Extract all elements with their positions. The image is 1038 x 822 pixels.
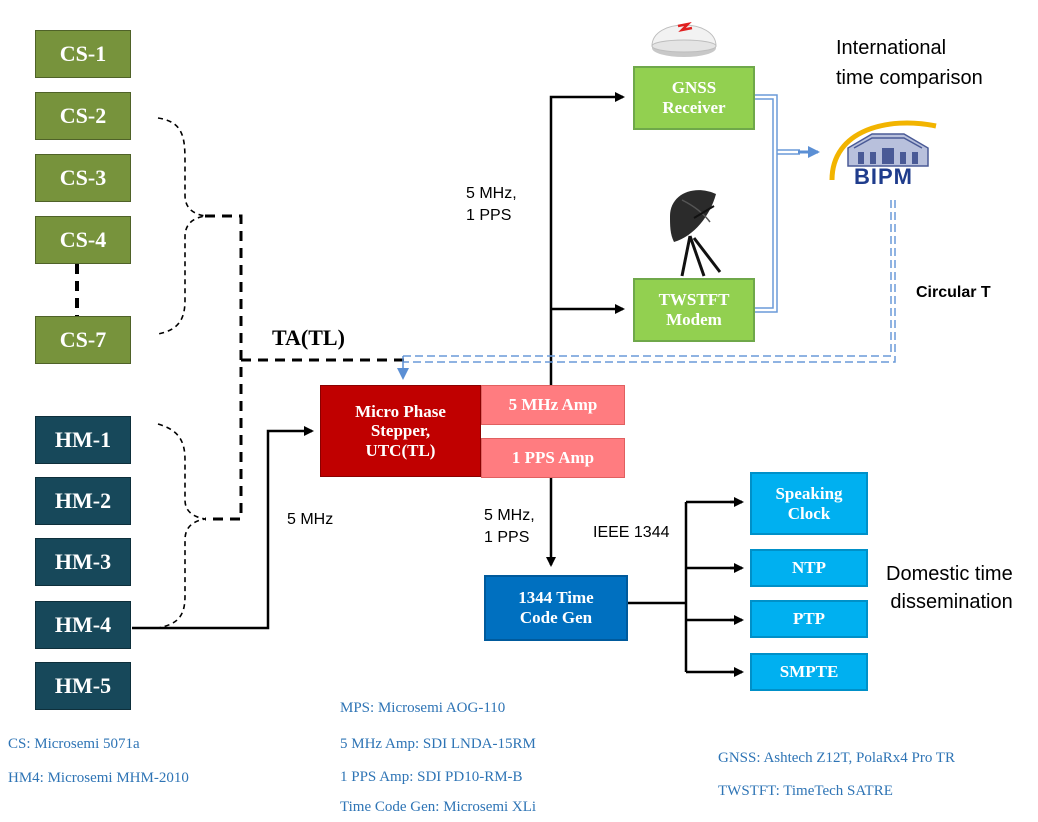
ptp-block: PTP — [750, 600, 868, 638]
clock-hm-3: HM-3 — [35, 538, 131, 586]
ntp-block: NTP — [750, 549, 868, 587]
gnss-antenna-icon — [651, 21, 717, 57]
cs-brace — [157, 117, 206, 335]
clock-hm-5: HM-5 — [35, 662, 131, 710]
clock-cs-2: CS-2 — [35, 92, 131, 140]
clock-cs-4: CS-4 — [35, 216, 131, 264]
smpte-block: SMPTE — [750, 653, 868, 691]
speaking-clock-block: Speaking Clock — [750, 472, 868, 535]
tcg-to-outputs — [628, 500, 742, 674]
amp-1pps-block: 1 PPS Amp — [481, 438, 625, 478]
ieee-1344-label: IEEE 1344 — [593, 524, 670, 541]
clock-hm-4: HM-4 — [35, 601, 131, 649]
twstft-modem-block: TWSTFT Modem — [633, 278, 755, 342]
bottom-signal-label: 5 MHz, 1 PPS — [484, 507, 535, 546]
trunk-up — [549, 92, 625, 385]
note-hm4: HM4: Microsemi MHM-2010 — [8, 770, 189, 786]
circular-t-label: Circular T — [916, 284, 991, 301]
ta-ensemble-path — [205, 214, 243, 521]
hm-brace — [157, 423, 206, 629]
international-comparison-label: International time comparison — [836, 37, 983, 89]
bipm-logo: BIPM — [818, 110, 958, 194]
clock-cs-7: CS-7 — [35, 316, 131, 364]
five-mhz-label: 5 MHz — [287, 511, 334, 528]
bipm-link-lines — [755, 94, 800, 313]
circular-t-line — [403, 200, 896, 363]
ta-tl-label: TA(TL) — [272, 325, 345, 350]
note-mps: MPS: Microsemi AOG-110 — [340, 700, 506, 716]
satellite-dish-icon — [670, 190, 722, 277]
bipm-logo-text: BIPM — [854, 164, 913, 189]
note-cs: CS: Microsemi 5071a — [8, 736, 140, 752]
note-amp5: 5 MHz Amp: SDI LNDA-15RM — [340, 736, 536, 752]
note-tcg: Time Code Gen: Microsemi XLi — [340, 799, 537, 815]
micro-phase-stepper-block: Micro Phase Stepper, UTC(TL) — [320, 385, 481, 477]
domestic-dissemination-label: Domestic time dissemination — [886, 563, 1013, 613]
note-twstft: TWSTFT: TimeTech SATRE — [718, 783, 893, 799]
note-amp1: 1 PPS Amp: SDI PD10-RM-B — [340, 769, 523, 785]
amp-5mhz-block: 5 MHz Amp — [481, 385, 625, 425]
time-code-gen-block: 1344 Time Code Gen — [484, 575, 628, 641]
clock-hm-2: HM-2 — [35, 477, 131, 525]
clock-cs-1: CS-1 — [35, 30, 131, 78]
bipm-logo-icon — [829, 120, 937, 181]
note-gnss: GNSS: Ashtech Z12T, PolaRx4 Pro TR — [718, 750, 955, 766]
clock-hm-1: HM-1 — [35, 416, 131, 464]
hm4-to-mps-line — [132, 426, 314, 630]
gnss-receiver-block: GNSS Receiver — [633, 66, 755, 130]
clock-cs-3: CS-3 — [35, 154, 131, 202]
top-signal-label: 5 MHz, 1 PPS — [466, 185, 517, 224]
